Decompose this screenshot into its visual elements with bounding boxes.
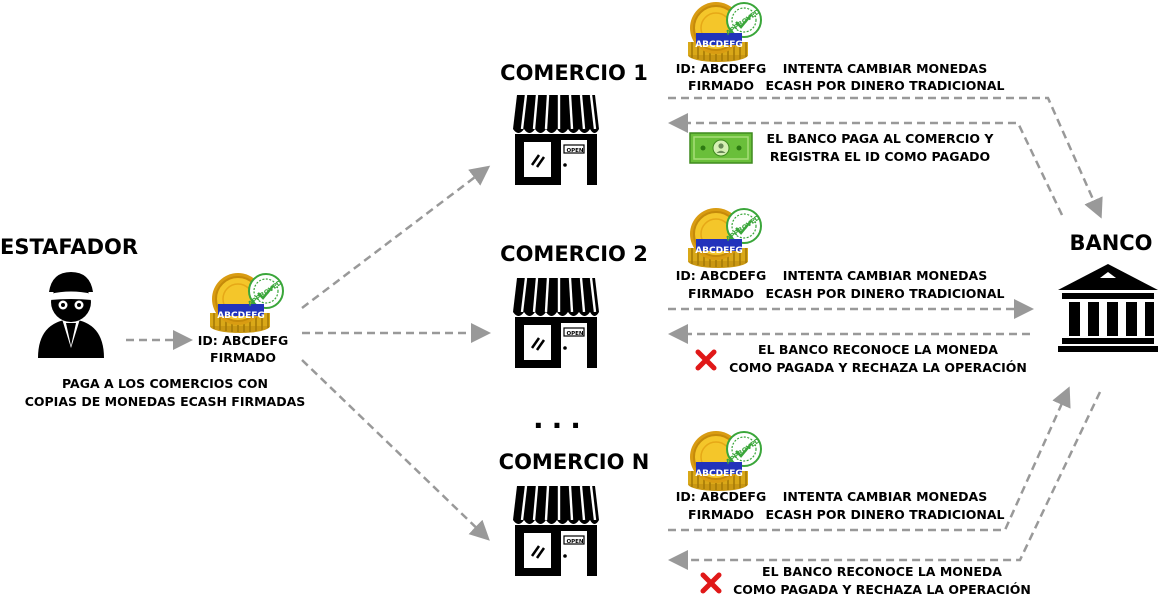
- coin-id-label-store-2: ID: ABCDEFG: [676, 268, 766, 283]
- coin-id-label-store-1: ID: ABCDEFG: [676, 61, 766, 76]
- store-2-sign: OPEN: [566, 331, 583, 337]
- reject-x-icon: [698, 352, 714, 368]
- reject-text-2-line1: EL BANCO RECONOCE LA MONEDA: [758, 342, 998, 357]
- scammer-caption-line2: COPIAS DE MONEDAS ECASH FIRMADAS: [25, 394, 306, 409]
- cash-icon: [689, 132, 753, 164]
- exchange-text-1-line2: ECASH POR DINERO TRADICIONAL: [765, 78, 1004, 93]
- coin-code-label: ABCDEFG: [695, 40, 743, 50]
- exchange-text-n-line1: INTENTA CAMBIAR MONEDAS: [783, 489, 987, 504]
- exchange-text-1-line1: INTENTA CAMBIAR MONEDAS: [783, 61, 987, 76]
- coin-code-label: ABCDEFG: [695, 246, 743, 256]
- ellipsis: ...: [533, 402, 589, 435]
- reject-text-n-line2: COMO PAGADA Y RECHAZA LA OPERACIÓN: [733, 582, 1031, 595]
- exchange-text-2-line1: INTENTA CAMBIAR MONEDAS: [783, 268, 987, 283]
- arrow-coin-to-store-n: [301, 359, 490, 541]
- flow-arrows: [126, 96, 1103, 570]
- coin-signed-label-store-n: FIRMADO: [688, 507, 754, 522]
- bank-icon: [1058, 264, 1158, 352]
- store-n-icon: OPEN: [511, 484, 601, 578]
- store-2-label: COMERCIO 2: [500, 242, 648, 266]
- coin-signed-label-store-1: FIRMADO: [688, 78, 754, 93]
- coin-stack-scammer: ABCDEFG APPROVED: [208, 271, 285, 335]
- arrow-bank-to-store-n: [668, 391, 1102, 570]
- paid-text-line1: EL BANCO PAGA AL COMERCIO Y: [767, 131, 995, 146]
- coin-signed-label-scammer: FIRMADO: [210, 350, 276, 365]
- coin-code-label: ABCDEFG: [695, 469, 743, 479]
- coin-id-label-scammer: ID: ABCDEFG: [198, 333, 288, 348]
- reject-x-icon: [703, 575, 719, 591]
- coin-stack-store-1: ABCDEFG APPROVED: [686, 0, 763, 64]
- store-1-sign: OPEN: [566, 148, 583, 154]
- paid-text-line2: REGISTRA EL ID COMO PAGADO: [770, 149, 990, 164]
- arrow-bank-to-store-1: [668, 113, 1064, 216]
- coin-signed-label-store-2: FIRMADO: [688, 286, 754, 301]
- coin-code-label: ABCDEFG: [217, 311, 265, 321]
- scammer-label: ESTAFADOR: [0, 235, 138, 259]
- scammer-icon: [38, 272, 104, 358]
- bank-label: BANCO: [1069, 231, 1152, 255]
- arrow-store-1-to-bank: [668, 96, 1103, 219]
- store-n-sign: OPEN: [566, 539, 583, 545]
- store-2-icon: OPEN: [511, 276, 601, 370]
- exchange-text-n-line2: ECASH POR DINERO TRADICIONAL: [765, 507, 1004, 522]
- store-n-label: COMERCIO N: [499, 450, 650, 474]
- arrow-coin-to-store-1: [301, 165, 491, 309]
- exchange-text-2-line2: ECASH POR DINERO TRADICIONAL: [765, 286, 1004, 301]
- reject-text-2-line2: COMO PAGADA Y RECHAZA LA OPERACIÓN: [729, 360, 1027, 375]
- reject-text-n-line1: EL BANCO RECONOCE LA MONEDA: [762, 564, 1002, 579]
- coin-id-label-store-n: ID: ABCDEFG: [676, 489, 766, 504]
- scammer-caption-line1: PAGA A LOS COMERCIOS CON: [62, 376, 268, 391]
- store-1-icon: OPEN: [511, 93, 601, 187]
- coin-stack-store-2: ABCDEFG APPROVED: [686, 206, 763, 270]
- store-1-label: COMERCIO 1: [500, 61, 648, 85]
- coin-stack-store-n: ABCDEFG APPROVED: [686, 429, 763, 493]
